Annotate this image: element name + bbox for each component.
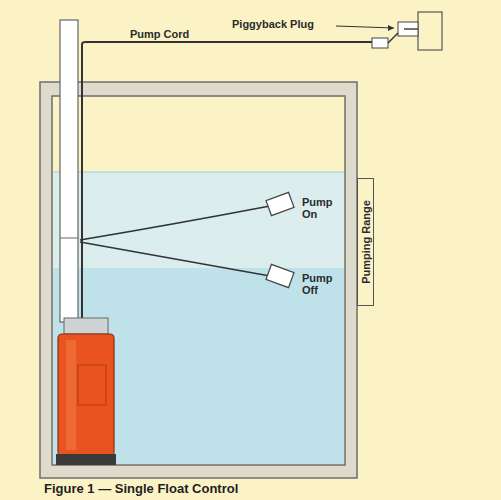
float-label: Pump On — [302, 196, 336, 220]
cord-link — [388, 33, 398, 43]
leader-arrow — [388, 25, 394, 31]
pit-interior — [52, 96, 345, 465]
float-switch — [266, 264, 294, 287]
pump-head — [64, 318, 108, 334]
piggyback-plug — [398, 22, 418, 36]
leader-line — [336, 26, 394, 28]
pump-body — [58, 334, 114, 456]
range-label: Pumping Range — [360, 200, 372, 284]
water-upper — [53, 172, 344, 268]
pump-plug — [372, 38, 388, 48]
plug-label: Piggyback Plug — [232, 18, 342, 30]
pump-decal — [78, 365, 106, 405]
plug-prong — [404, 28, 418, 30]
figure-caption: Figure 1 — Single Float Control — [44, 481, 238, 496]
float-label: Pump Off — [302, 272, 336, 296]
cord-label: Pump Cord — [130, 28, 210, 40]
pump-base — [56, 454, 116, 465]
pump-cord — [82, 42, 372, 335]
range-bracket: Pumping Range — [357, 178, 374, 306]
pump-highlight — [66, 340, 76, 450]
pit-wall — [40, 82, 357, 478]
outlet — [418, 12, 442, 50]
float-tether — [80, 206, 270, 240]
pipe-joint — [60, 238, 78, 239]
float-tether — [80, 242, 270, 276]
discharge-pipe — [60, 20, 78, 322]
float-switch — [266, 192, 294, 215]
water-lower — [53, 268, 344, 464]
water-surface — [53, 172, 344, 173]
